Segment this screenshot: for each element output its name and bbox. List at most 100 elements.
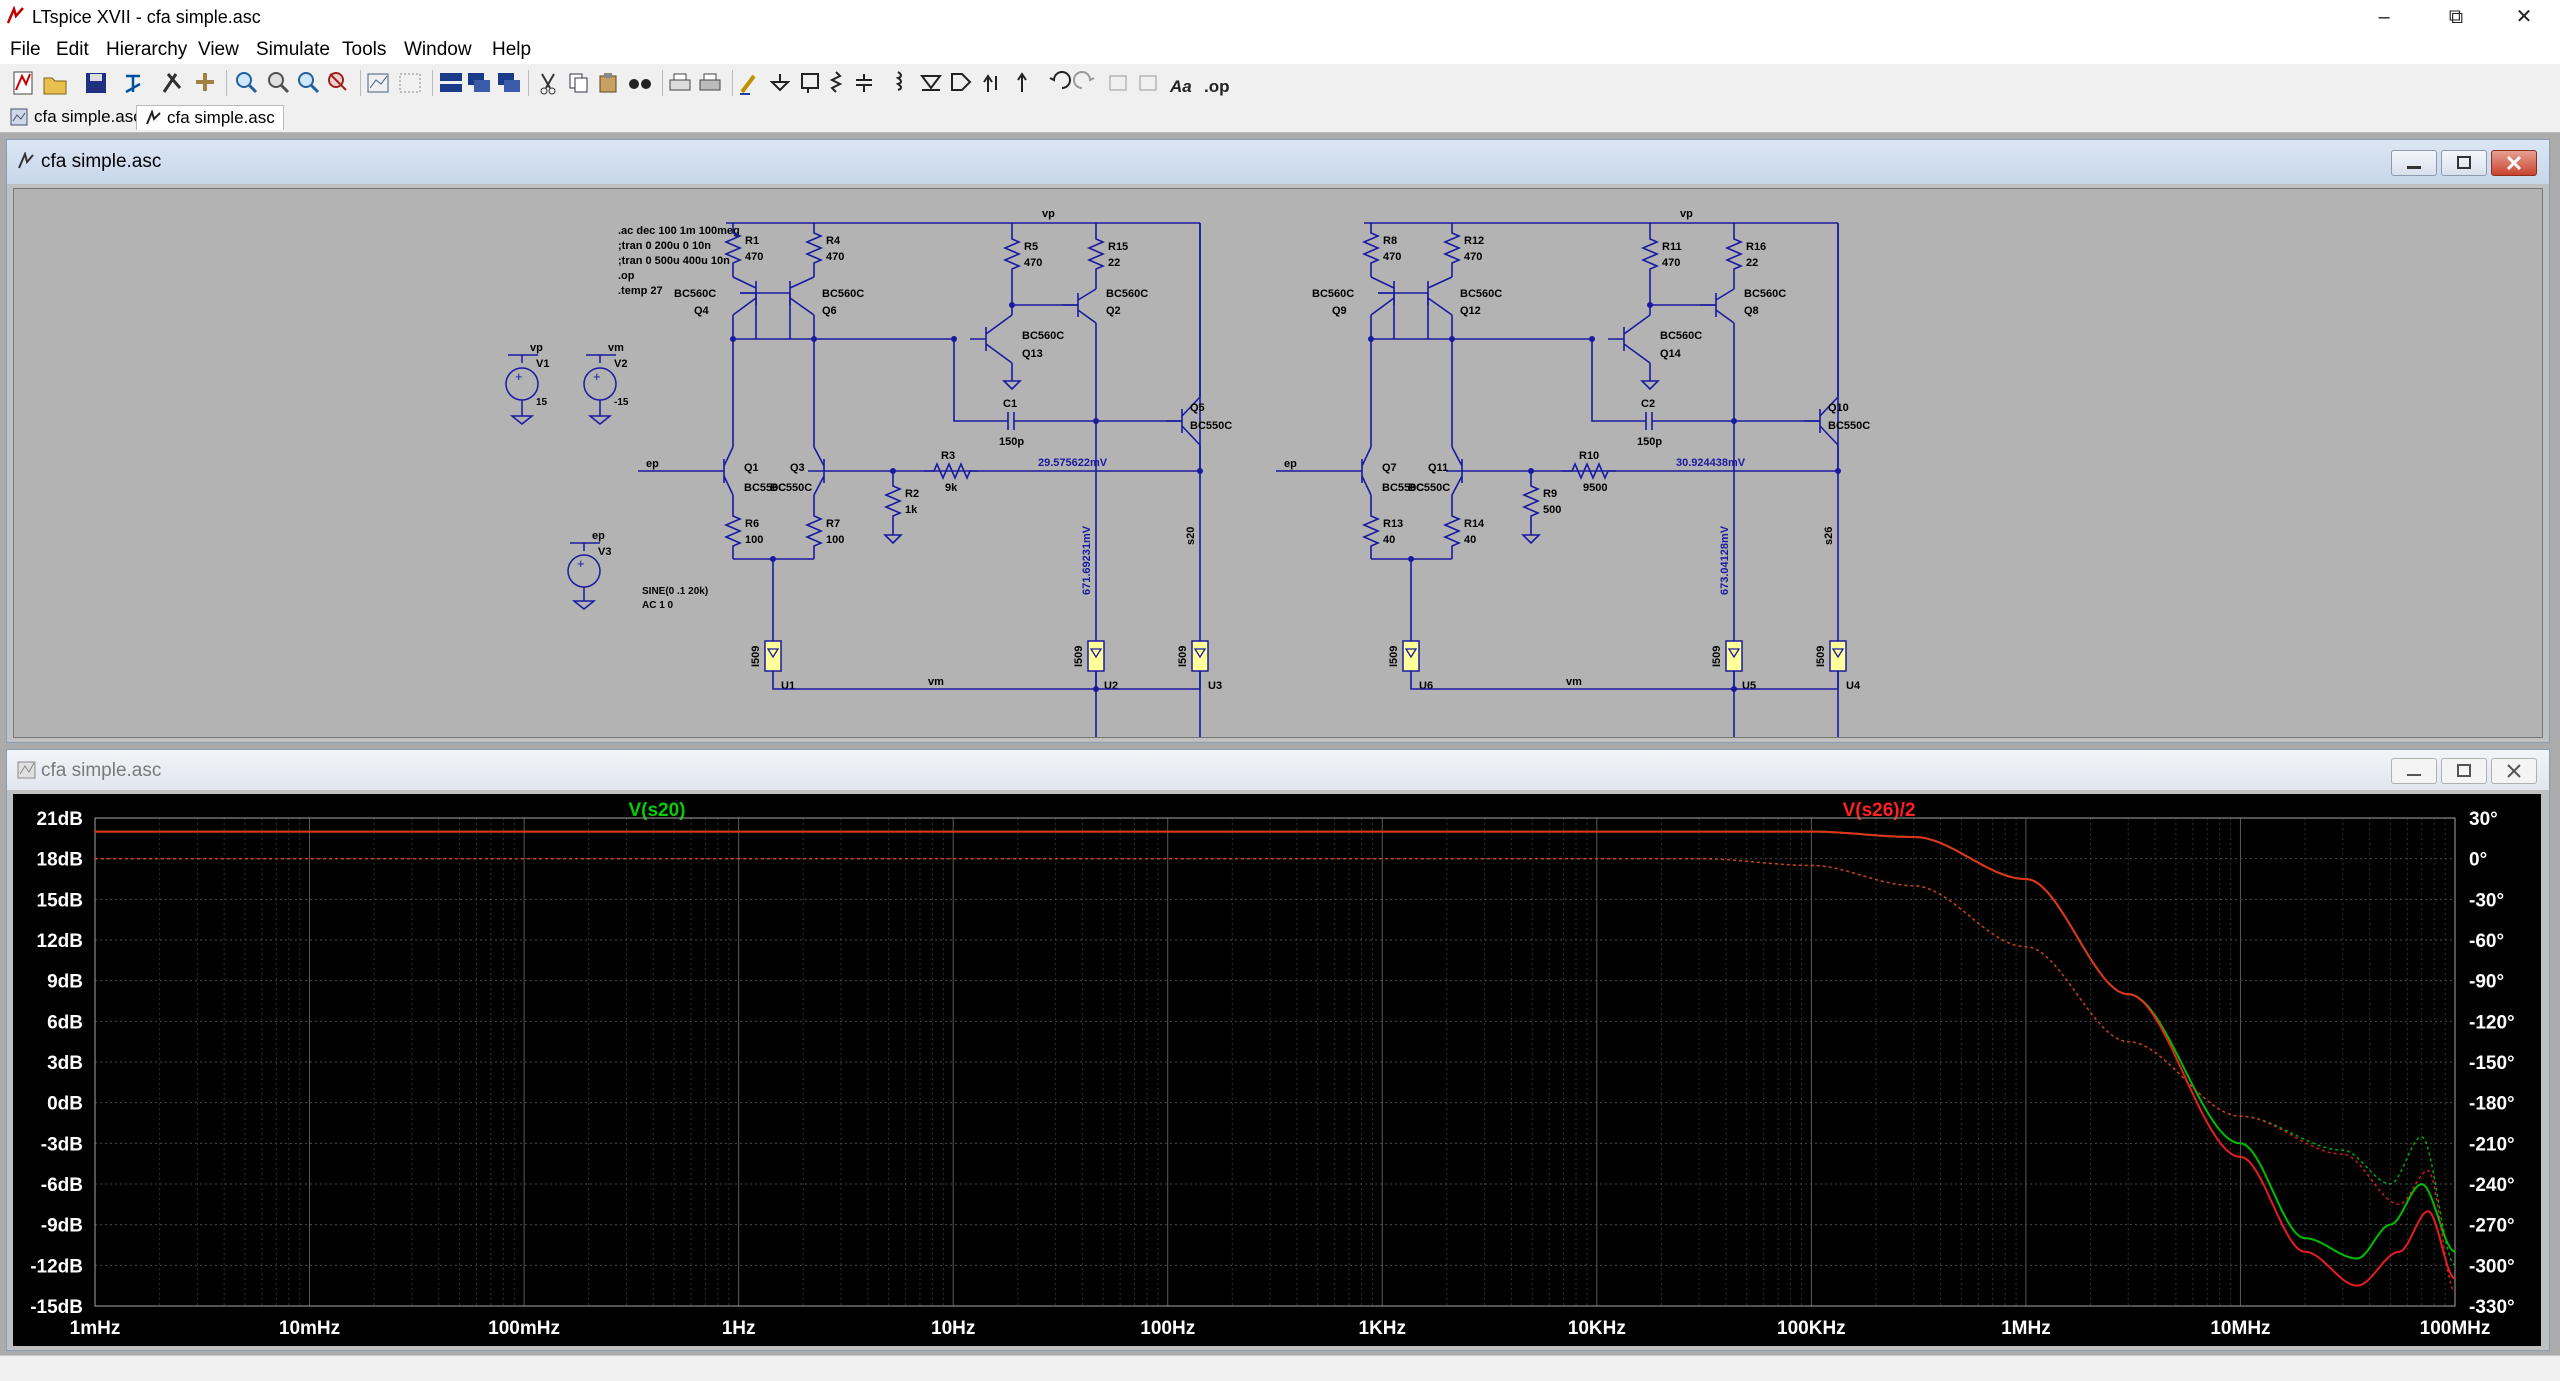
left-q4[interactable]: [732, 276, 757, 316]
legend-v-s26-half[interactable]: V(s26)/2: [1843, 800, 1916, 821]
left-cap[interactable]: [994, 412, 1028, 430]
label-net-icon[interactable]: [801, 73, 819, 93]
schematic-maximize-button[interactable]: [2441, 150, 2487, 176]
cascade-icon[interactable]: [468, 73, 490, 92]
zoom-in-icon[interactable]: [236, 72, 258, 94]
right-q8[interactable]: [1700, 288, 1735, 324]
restore-button[interactable]: ⧉: [2448, 6, 2464, 28]
paste-icon[interactable]: [599, 73, 617, 93]
right-cap[interactable]: [1632, 412, 1666, 430]
autorange-icon[interactable]: [367, 73, 389, 93]
rotate-icon[interactable]: [1109, 75, 1127, 91]
copy-icon[interactable]: [569, 73, 588, 93]
menu-simulate[interactable]: Simulate: [256, 39, 330, 60]
mirror-icon[interactable]: [1139, 75, 1157, 91]
bode-plot[interactable]: V(s20) V(s26)/2 21dB18dB15dB12dB9dB6dB3d…: [13, 794, 2541, 1346]
capacitor-icon[interactable]: [856, 74, 872, 92]
open-icon[interactable]: [43, 77, 67, 95]
left-q13[interactable]: [970, 314, 1013, 364]
schematic-drawing[interactable]: .ac dec 100 1m 100meg ;tran 0 200u 0 10n…: [14, 189, 2542, 737]
circuit-right[interactable]: vpR8470R12470R11470R1622Q9BC560CQ12BC560…: [1276, 208, 1870, 737]
directive-temp[interactable]: .temp 27: [618, 285, 663, 297]
undo-icon[interactable]: [1049, 71, 1071, 89]
find-icon[interactable]: [629, 79, 651, 89]
new-schematic-icon[interactable]: [13, 71, 33, 95]
right-q14[interactable]: [1608, 314, 1651, 364]
tab-schematic[interactable]: cfa simple.asc: [4, 105, 150, 129]
menu-hierarchy[interactable]: Hierarchy: [106, 39, 188, 60]
menu-file[interactable]: File: [10, 39, 41, 60]
legend-v-s20[interactable]: V(s20): [628, 800, 685, 821]
left-q6[interactable]: [774, 276, 815, 316]
draw-wire-icon[interactable]: [740, 74, 756, 95]
cut-icon[interactable]: [540, 73, 556, 95]
ground-icon[interactable]: [769, 74, 791, 92]
text-icon[interactable]: Aa: [1169, 77, 1192, 96]
source-v2[interactable]: vm V2 -15 +: [583, 342, 629, 425]
save-icon[interactable]: [86, 73, 106, 93]
menu-window[interactable]: Window: [404, 39, 472, 60]
grid-icon[interactable]: [399, 73, 421, 93]
minimize-button[interactable]: –: [2378, 6, 2390, 28]
redo-icon[interactable]: [1073, 71, 1095, 89]
zoom-pan-icon[interactable]: [268, 72, 290, 94]
right-q9[interactable]: [1370, 276, 1395, 316]
waveform-maximize-button[interactable]: [2441, 758, 2487, 784]
run-icon[interactable]: [162, 73, 182, 93]
tile-horizontal-icon[interactable]: [440, 73, 462, 92]
directive-op[interactable]: .op: [618, 270, 635, 282]
tab-waveform[interactable]: cfa simple.asc: [136, 105, 284, 130]
directive-tran2[interactable]: ;tran 0 500u 400u 10n: [618, 255, 730, 267]
menu-edit[interactable]: Edit: [56, 39, 89, 60]
halt-icon[interactable]: [196, 73, 214, 91]
tile-vertical-icon[interactable]: [498, 73, 520, 92]
schematic-minimize-button[interactable]: [2391, 150, 2437, 176]
schematic-close-button[interactable]: [2491, 150, 2537, 176]
schematic-canvas[interactable]: .ac dec 100 1m 100meg ;tran 0 200u 0 10n…: [13, 188, 2543, 738]
control-panel-icon[interactable]: [125, 74, 141, 94]
right-q12[interactable]: [1412, 276, 1453, 316]
waveform-minimize-button[interactable]: [2391, 758, 2437, 784]
circuit-left[interactable]: vpR1470R4470R5470R1522Q4BC560CQ6BC560CQ1…: [638, 208, 1232, 737]
print-setup-icon[interactable]: [699, 73, 721, 91]
directive-ac[interactable]: .ac dec 100 1m 100meg: [618, 225, 740, 237]
right-q7[interactable]: [1346, 446, 1372, 496]
source-v3[interactable]: ep V3 SINE(0 .1 20k) AC 1 0 +: [567, 530, 708, 611]
spice-directives[interactable]: .ac dec 100 1m 100meg ;tran 0 200u 0 10n…: [618, 225, 740, 297]
waveform-close-button[interactable]: [2491, 758, 2537, 784]
source-v1[interactable]: vp V1 15 +: [505, 342, 549, 425]
directive-tran1[interactable]: ;tran 0 200u 0 10n: [618, 240, 711, 252]
close-window-button[interactable]: ✕: [2515, 6, 2533, 28]
schematic-window-titlebar[interactable]: cfa simple.asc: [7, 140, 2549, 184]
waveform-window-titlebar[interactable]: cfa simple.asc: [7, 750, 2549, 790]
left-q2[interactable]: [1062, 288, 1097, 324]
schematic-window[interactable]: cfa simple.asc .ac dec 100 1m 100meg ;tr…: [6, 139, 2550, 743]
left-q1[interactable]: [708, 446, 734, 496]
zoom-out-icon[interactable]: [298, 72, 320, 94]
inductor-icon[interactable]: [895, 71, 902, 91]
print-icon[interactable]: [669, 73, 691, 91]
menu-tools[interactable]: Tools: [342, 39, 387, 60]
diode-icon[interactable]: [920, 75, 942, 91]
menu-help[interactable]: Help: [492, 39, 532, 60]
move-icon[interactable]: [983, 74, 997, 92]
